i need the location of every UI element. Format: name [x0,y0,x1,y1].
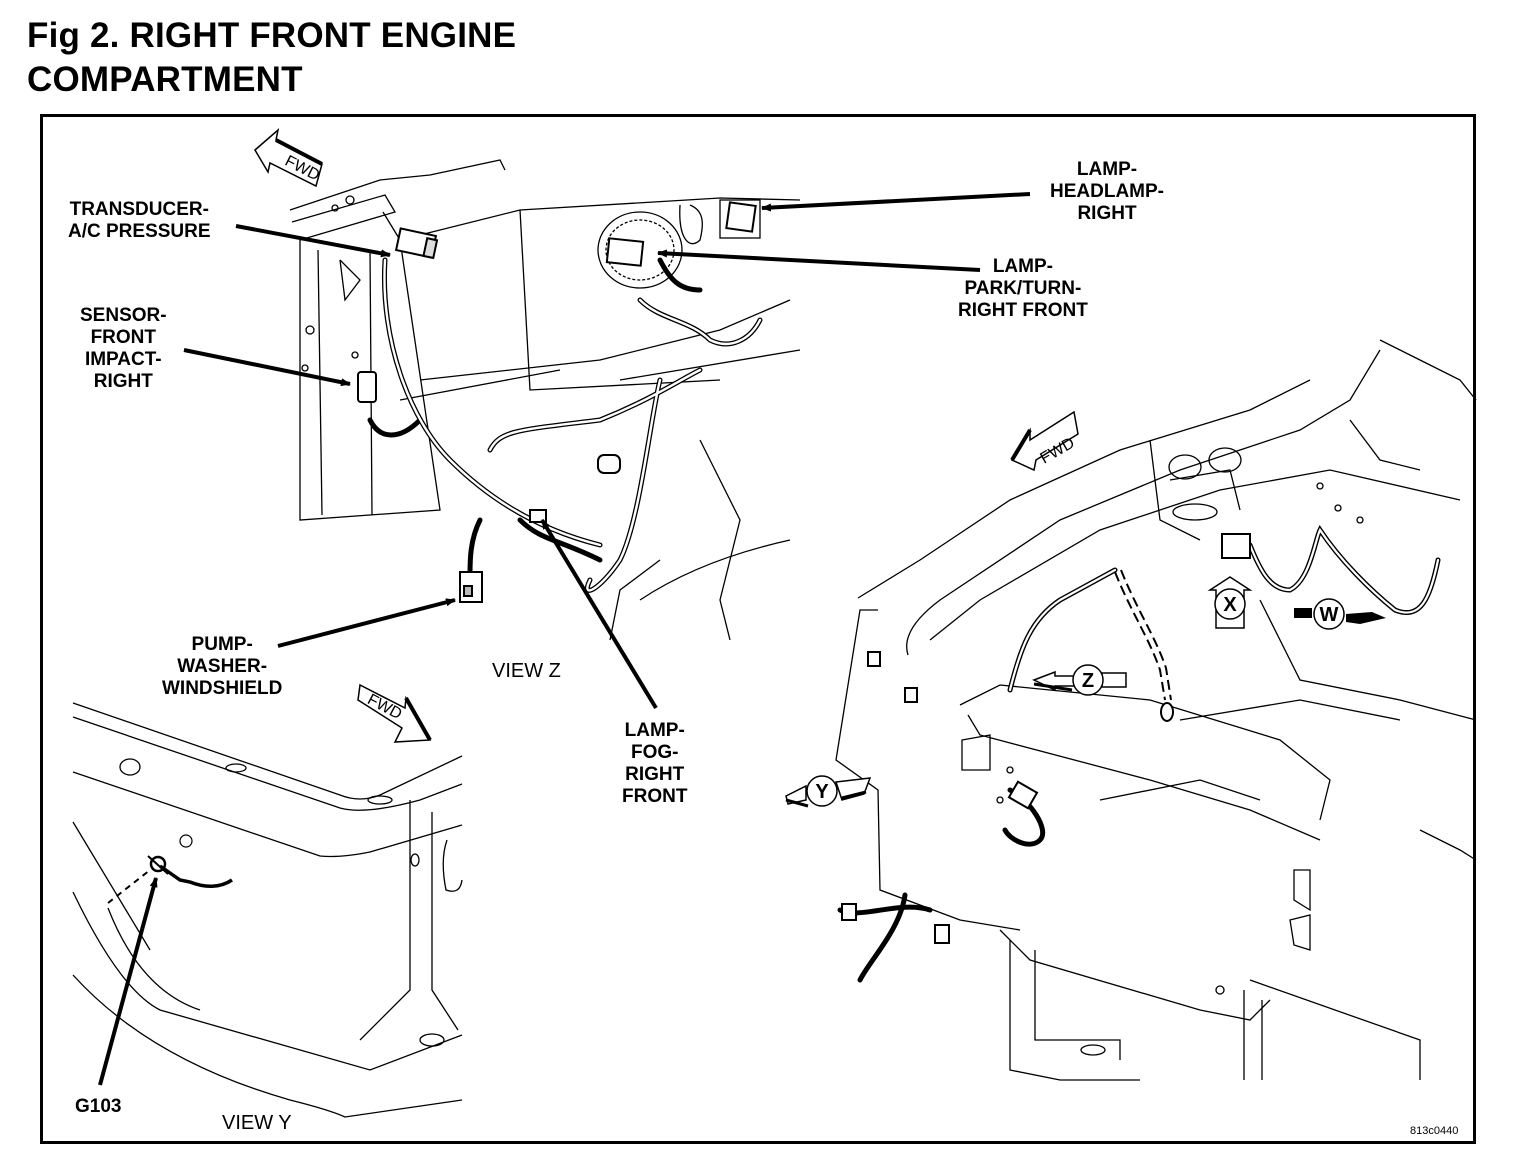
leader-g103 [98,877,158,1086]
view-y-caption: VIEW Y [222,1112,292,1134]
transducer-connector [394,227,439,260]
main-view-drawing [835,339,1477,1081]
fwd-arrow-main-view: FWD [1010,410,1079,472]
diagram-frame [40,114,1476,1144]
callout-z-label: Z [1082,670,1094,692]
figure-code: 813c0440 [1410,1125,1459,1137]
figure-title-line-1: Fig 2. RIGHT FRONT ENGINE [27,16,517,55]
label-lamp-fog-right-front: LAMP- FOG- RIGHT FRONT [622,720,688,807]
main-view-harness [837,525,1441,983]
label-sensor-front-impact-right: SENSOR- FRONT IMPACT- RIGHT [80,305,167,392]
main-view-connectors [841,533,1251,944]
view-y-drawing [72,702,463,1118]
callout-w[interactable]: W [1294,598,1386,630]
impact-sensor-connector [357,371,377,403]
view-z-caption: VIEW Z [492,660,561,682]
leader-headlamp [761,192,1031,212]
fwd-arrow-view-y: FWD [357,683,432,743]
leader-fog-lamp [540,518,658,710]
label-pump-washer-windshield: PUMP- WASHER- WINDSHIELD [162,634,283,699]
callout-y[interactable]: Y [785,775,872,808]
label-lamp-headlamp-right: LAMP- HEADLAMP- RIGHT [1050,159,1164,224]
fog-lamp-connector [529,454,621,523]
label-g103: G103 [75,1096,122,1117]
leader-impact-sensor [183,348,351,387]
leader-washer-pump [277,598,456,648]
fwd-arrow-view-z: FWD [254,127,323,188]
figure-title: Fig 2. RIGHT FRONT ENGINE COMPARTMENT [27,14,516,102]
fwd-label: FWD [364,691,404,723]
label-lamp-park-turn-right-front: LAMP- PARK/TURN- RIGHT FRONT [958,256,1088,321]
callout-x[interactable]: X [1207,576,1253,629]
callout-x-label: X [1223,594,1237,616]
leader-transducer [235,224,391,258]
view-z-drawing [289,159,801,641]
main-view-dashed-harness [1114,569,1172,701]
washer-pump-connector [459,571,483,603]
figure-title-line-2: COMPARTMENT [27,60,303,99]
park-turn-connector [605,237,645,267]
leader-park-turn [657,249,981,272]
headlamp-connector [725,201,757,233]
label-transducer-ac-pressure: TRANSDUCER- A/C PRESSURE [68,199,211,242]
leader-lines [98,192,1031,1086]
g103-ground-terminal [107,834,233,904]
callout-z[interactable]: Z [1032,664,1127,696]
callout-w-label: W [1320,604,1339,626]
callout-y-label: Y [815,781,829,803]
